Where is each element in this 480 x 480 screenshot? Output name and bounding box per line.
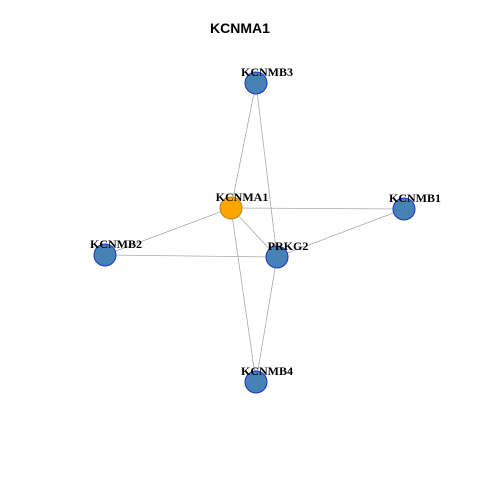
node-label-kcnma1: KCNMA1 <box>216 190 269 204</box>
node-label-kcnmb3: KCNMB3 <box>241 65 293 79</box>
edge-kcnma1-kcnmb3 <box>230 82 257 209</box>
edge-kcnma1-kcnmb4 <box>230 207 257 383</box>
diagram-title: KCNMA1 <box>210 20 270 36</box>
node-label-kcnmb1: KCNMB1 <box>389 191 441 205</box>
node-kcnmb1 <box>392 197 416 221</box>
node-kcnmb2 <box>93 243 117 267</box>
edge-prkg2-kcnmb4 <box>255 256 278 383</box>
edges-layer <box>104 82 405 383</box>
node-kcnma1 <box>219 196 243 220</box>
edge-kcnmb3-prkg2 <box>255 82 278 258</box>
node-prkg2 <box>265 245 289 269</box>
node-kcnmb4 <box>244 370 268 394</box>
edge-kcnmb2-prkg2 <box>104 254 278 258</box>
node-kcnmb3 <box>244 71 268 95</box>
nodes-layer <box>93 71 416 394</box>
node-label-kcnmb4: KCNMB4 <box>241 364 293 378</box>
node-label-kcnmb2: KCNMB2 <box>90 237 142 251</box>
edge-kcnmb1-prkg2 <box>276 208 405 258</box>
edge-kcnma1-kcnmb2 <box>104 207 232 256</box>
edge-kcnma1-kcnmb1 <box>230 207 405 210</box>
node-label-prkg2: PRKG2 <box>268 239 309 253</box>
